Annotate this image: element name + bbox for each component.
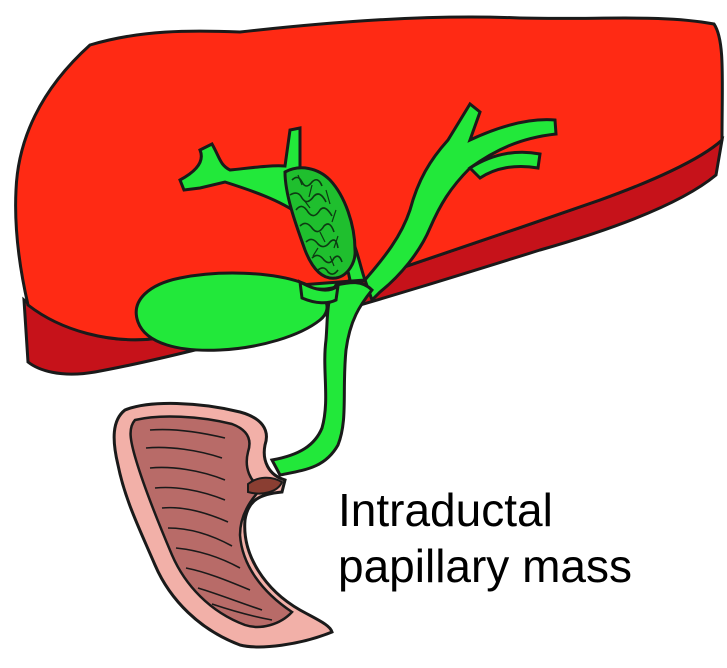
caption-line-1: Intraductal <box>338 482 718 538</box>
duodenum-icon <box>114 403 332 646</box>
liver-icon <box>16 17 723 374</box>
gallbladder-icon <box>136 273 327 350</box>
caption-line-2: papillary mass <box>338 538 718 594</box>
tumor-caption: Intraductal papillary mass <box>338 482 718 594</box>
